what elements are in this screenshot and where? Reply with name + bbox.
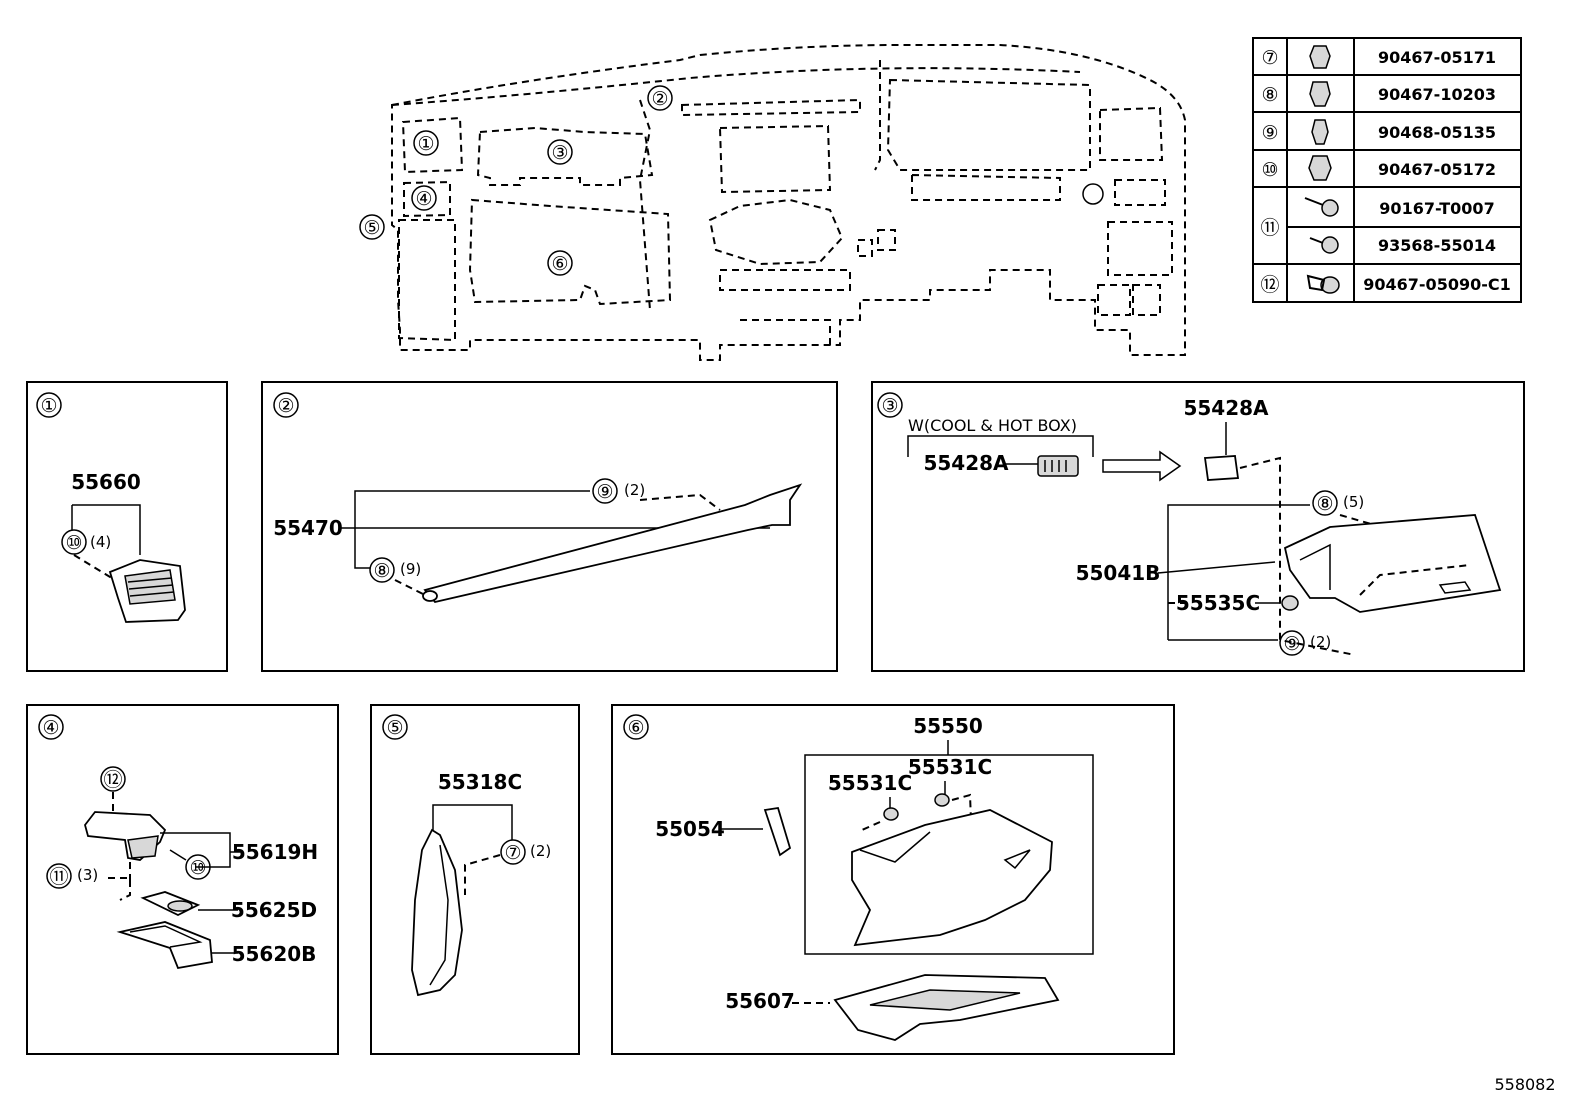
detail-panel-6: ⑥ 55550 55531C 55531C 55054 55607 [611, 704, 1175, 1055]
clip-callout: ⑨ [596, 481, 613, 503]
part-number-label: 55607 [725, 989, 795, 1013]
hinge-part [763, 806, 792, 857]
part-number-label: 55318C [438, 770, 522, 794]
quantity-label: (2) [530, 842, 551, 860]
stopper-part [934, 793, 950, 807]
side-cover-part [411, 828, 463, 997]
glove-box-door-part [851, 809, 1053, 947]
dash-panel-strip-part [422, 483, 803, 604]
cool-hot-box-switch-part [1037, 455, 1079, 477]
figure-id: 558082 [1494, 1075, 1555, 1094]
screw-icon [1309, 236, 1339, 254]
table-key-11: ⑪ [1260, 217, 1279, 239]
callout-2: ② [651, 88, 668, 110]
switch-bracket-part [84, 811, 167, 861]
variant-note: W(COOL & HOT BOX) [908, 416, 1077, 435]
console-box-part [1283, 514, 1502, 613]
table-key-10: ⑩ [1261, 159, 1278, 181]
quantity-label: (3) [77, 866, 98, 884]
part-number-label: 55428A [1183, 396, 1269, 420]
panel-number: ⑤ [386, 717, 403, 739]
callout-1: ① [417, 133, 434, 155]
panel-number: ② [277, 395, 294, 417]
dashboard-overview [391, 44, 1186, 361]
clip-callout: ⑧ [1316, 493, 1333, 515]
clip-callout: ⑪ [49, 866, 68, 888]
panel-number: ⑥ [627, 717, 644, 739]
quantity-label: (2) [624, 481, 645, 499]
table-part-no: 90167-T0007 [1379, 199, 1494, 218]
table-part-no: 90467-10203 [1378, 85, 1496, 104]
fastener-table: ⑦ ⑧ ⑨ ⑩ ⑪ ⑫ 90467-05171 90467-10203 9046… [1252, 37, 1522, 303]
part-number-label: 55531C [828, 771, 912, 795]
cup-holder-part [140, 891, 201, 917]
callout-3: ③ [551, 142, 568, 164]
pin-icon [1306, 274, 1340, 294]
clip-icon [1309, 81, 1331, 107]
table-key-9: ⑨ [1261, 122, 1278, 144]
callout-5: ⑤ [363, 217, 380, 239]
detail-panel-2: ② 55470 ⑨ (2) ⑧ (9) [261, 381, 838, 672]
part-number-label: 55625D [231, 898, 317, 922]
blank-cover-part [1203, 455, 1240, 481]
detail-panel-3: ③ W(COOL & HOT BOX) 55428A 55428A 55041B… [871, 381, 1525, 672]
clip-callout: ⑩ [189, 857, 206, 879]
clip-callout: ⑫ [103, 769, 122, 791]
clip-callout: ⑦ [504, 842, 521, 864]
part-number-label: 55620B [232, 942, 317, 966]
part-number-label: 55054 [655, 817, 725, 841]
detail-panel-5: ⑤ 55318C ⑦ (2) [370, 704, 580, 1055]
table-part-no: 93568-55014 [1378, 236, 1496, 255]
clip-callout: ⑩ [65, 532, 82, 554]
arrow-icon [1102, 450, 1182, 482]
table-key-8: ⑧ [1261, 84, 1278, 106]
part-number-label: 55660 [71, 470, 141, 494]
tray-part [116, 921, 213, 970]
clip-icon [1309, 45, 1331, 69]
quantity-label: (9) [400, 560, 421, 578]
part-number-label: 55470 [273, 516, 343, 540]
table-key-7: ⑦ [1261, 47, 1278, 69]
table-part-no: 90468-05135 [1378, 123, 1496, 142]
clip-callout: ⑧ [373, 560, 390, 582]
air-vent-part [108, 559, 186, 623]
quantity-label: (5) [1343, 493, 1364, 511]
table-part-no: 90467-05172 [1378, 160, 1496, 179]
detail-panel-4: ④ ⑫ 55619H ⑩ ⑪ (3) 55625D 55620B [26, 704, 339, 1055]
panel-number: ④ [42, 717, 59, 739]
table-part-no: 90467-05090-C1 [1363, 275, 1510, 294]
part-number-label: 55428A [923, 451, 1009, 475]
detail-panel-1: ① 55660 ⑩ (4) [26, 381, 228, 672]
glove-box-lower-tray-part [833, 974, 1060, 1041]
table-part-no: 90467-05171 [1378, 48, 1496, 67]
stopper-part [883, 807, 899, 821]
part-number-label: 55531C [908, 755, 992, 779]
callout-4: ④ [415, 188, 432, 210]
callout-6: ⑥ [551, 253, 568, 275]
quantity-label: (4) [90, 533, 111, 551]
panel-number: ③ [881, 395, 898, 417]
part-number-label: 55535C [1176, 591, 1260, 615]
table-key-12: ⑫ [1260, 274, 1279, 296]
clip-icon [1311, 119, 1329, 145]
panel-number: ① [40, 395, 57, 417]
clip-callout: ⑨ [1283, 633, 1300, 655]
clip-part [1281, 595, 1299, 611]
part-number-label: 55550 [913, 714, 983, 738]
clip-icon [1308, 155, 1332, 181]
part-number-label: 55041B [1076, 561, 1161, 585]
overview-callouts: ① ② ③ ④ ⑤ ⑥ [359, 85, 673, 276]
quantity-label: (2) [1310, 633, 1331, 651]
part-number-label: 55619H [232, 840, 318, 864]
screw-icon [1304, 197, 1339, 217]
